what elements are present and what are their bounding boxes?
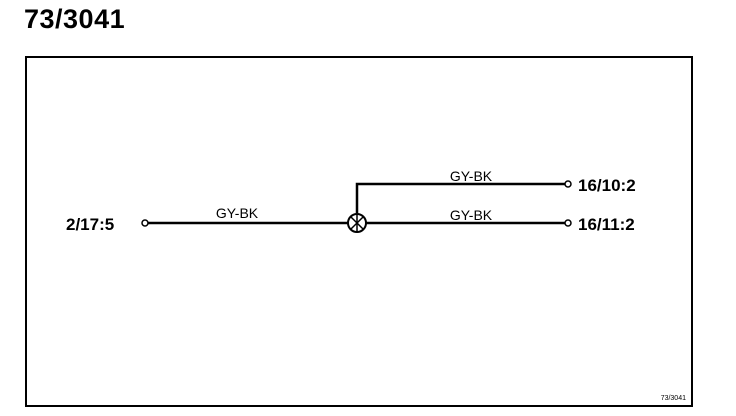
source-connector-label: 2/17:5 [66, 215, 114, 234]
main-wire-color-label: GY-BK [216, 205, 259, 221]
upper-wire-color-label: GY-BK [450, 168, 493, 184]
upper-branch-wire [355, 182, 565, 213]
footer-reference: 73/3041 [661, 395, 686, 402]
target-connector-pin-1 [564, 180, 572, 188]
target-connector-label-1: 16/10:2 [578, 176, 636, 195]
target-connector-label-2: 16/11:2 [578, 215, 635, 234]
page-title: 73/3041 [24, 4, 126, 34]
target-connector-pin-2 [564, 219, 572, 227]
splice-icon [347, 213, 367, 233]
diagram-frame [25, 56, 693, 407]
source-connector-pin [141, 219, 149, 227]
lower-wire-color-label: GY-BK [450, 207, 493, 223]
